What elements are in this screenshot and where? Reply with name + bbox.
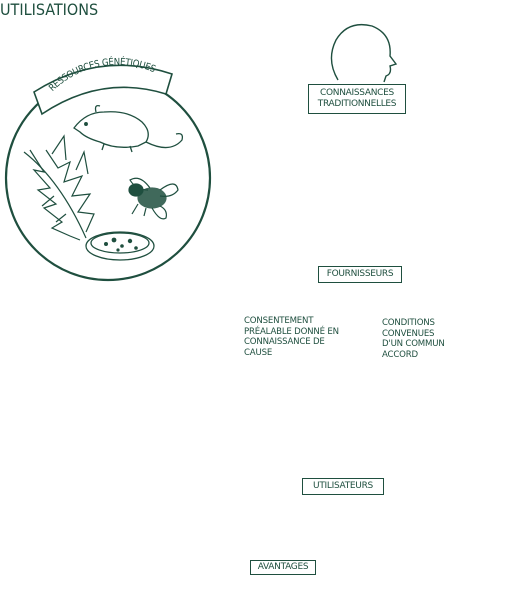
pic-line-1: CONSENTEMENT bbox=[244, 316, 314, 326]
head-silhouette-icon bbox=[330, 23, 398, 83]
pic-line-4: CAUSE bbox=[244, 347, 273, 358]
mat-line-4: ACCORD bbox=[382, 349, 418, 360]
rat-icon bbox=[73, 104, 184, 153]
users-label: UTILISATEURS bbox=[313, 481, 373, 491]
fern-leaf-icon bbox=[23, 134, 95, 241]
mat-line-3: D'UN COMMUN bbox=[382, 339, 445, 350]
benefits-label: AVANTAGES bbox=[257, 562, 309, 572]
prior-informed-consent-note: CONSENTEMENT PRÉALABLE DONNÉ EN CONNAISS… bbox=[244, 316, 344, 358]
traditional-knowledge-label-line2: TRADITIONNELLES bbox=[317, 98, 397, 109]
mat-line-2: CONVENUES bbox=[382, 328, 435, 339]
mat-line-1: CONDITIONS bbox=[382, 318, 435, 328]
providers-box: FOURNISSEURS bbox=[318, 266, 402, 283]
bee-icon bbox=[128, 177, 179, 220]
uses-banner: UTILISATIONS bbox=[0, 0, 98, 19]
traditional-knowledge-label-line1: CONNAISSANCES bbox=[320, 88, 394, 98]
providers-label: FOURNISSEURS bbox=[326, 269, 394, 279]
mutually-agreed-terms-note: CONDITIONS CONVENUES D'UN COMMUN ACCORD bbox=[382, 318, 466, 360]
petri-dish-icon bbox=[85, 231, 155, 261]
users-box: UTILISATEURS bbox=[302, 478, 384, 495]
pic-line-2: PRÉALABLE DONNÉ EN bbox=[244, 326, 339, 337]
pic-line-3: CONNAISSANCE DE bbox=[244, 337, 325, 348]
genetic-resources-circle bbox=[4, 74, 212, 282]
traditional-knowledge-box: CONNAISSANCES TRADITIONNELLES bbox=[308, 84, 406, 114]
benefits-box: AVANTAGES bbox=[250, 560, 316, 575]
genetic-resources-banner: RESSOURCES GÉNÉTIQUES bbox=[33, 56, 173, 116]
uses-label: UTILISATIONS bbox=[0, 0, 99, 19]
